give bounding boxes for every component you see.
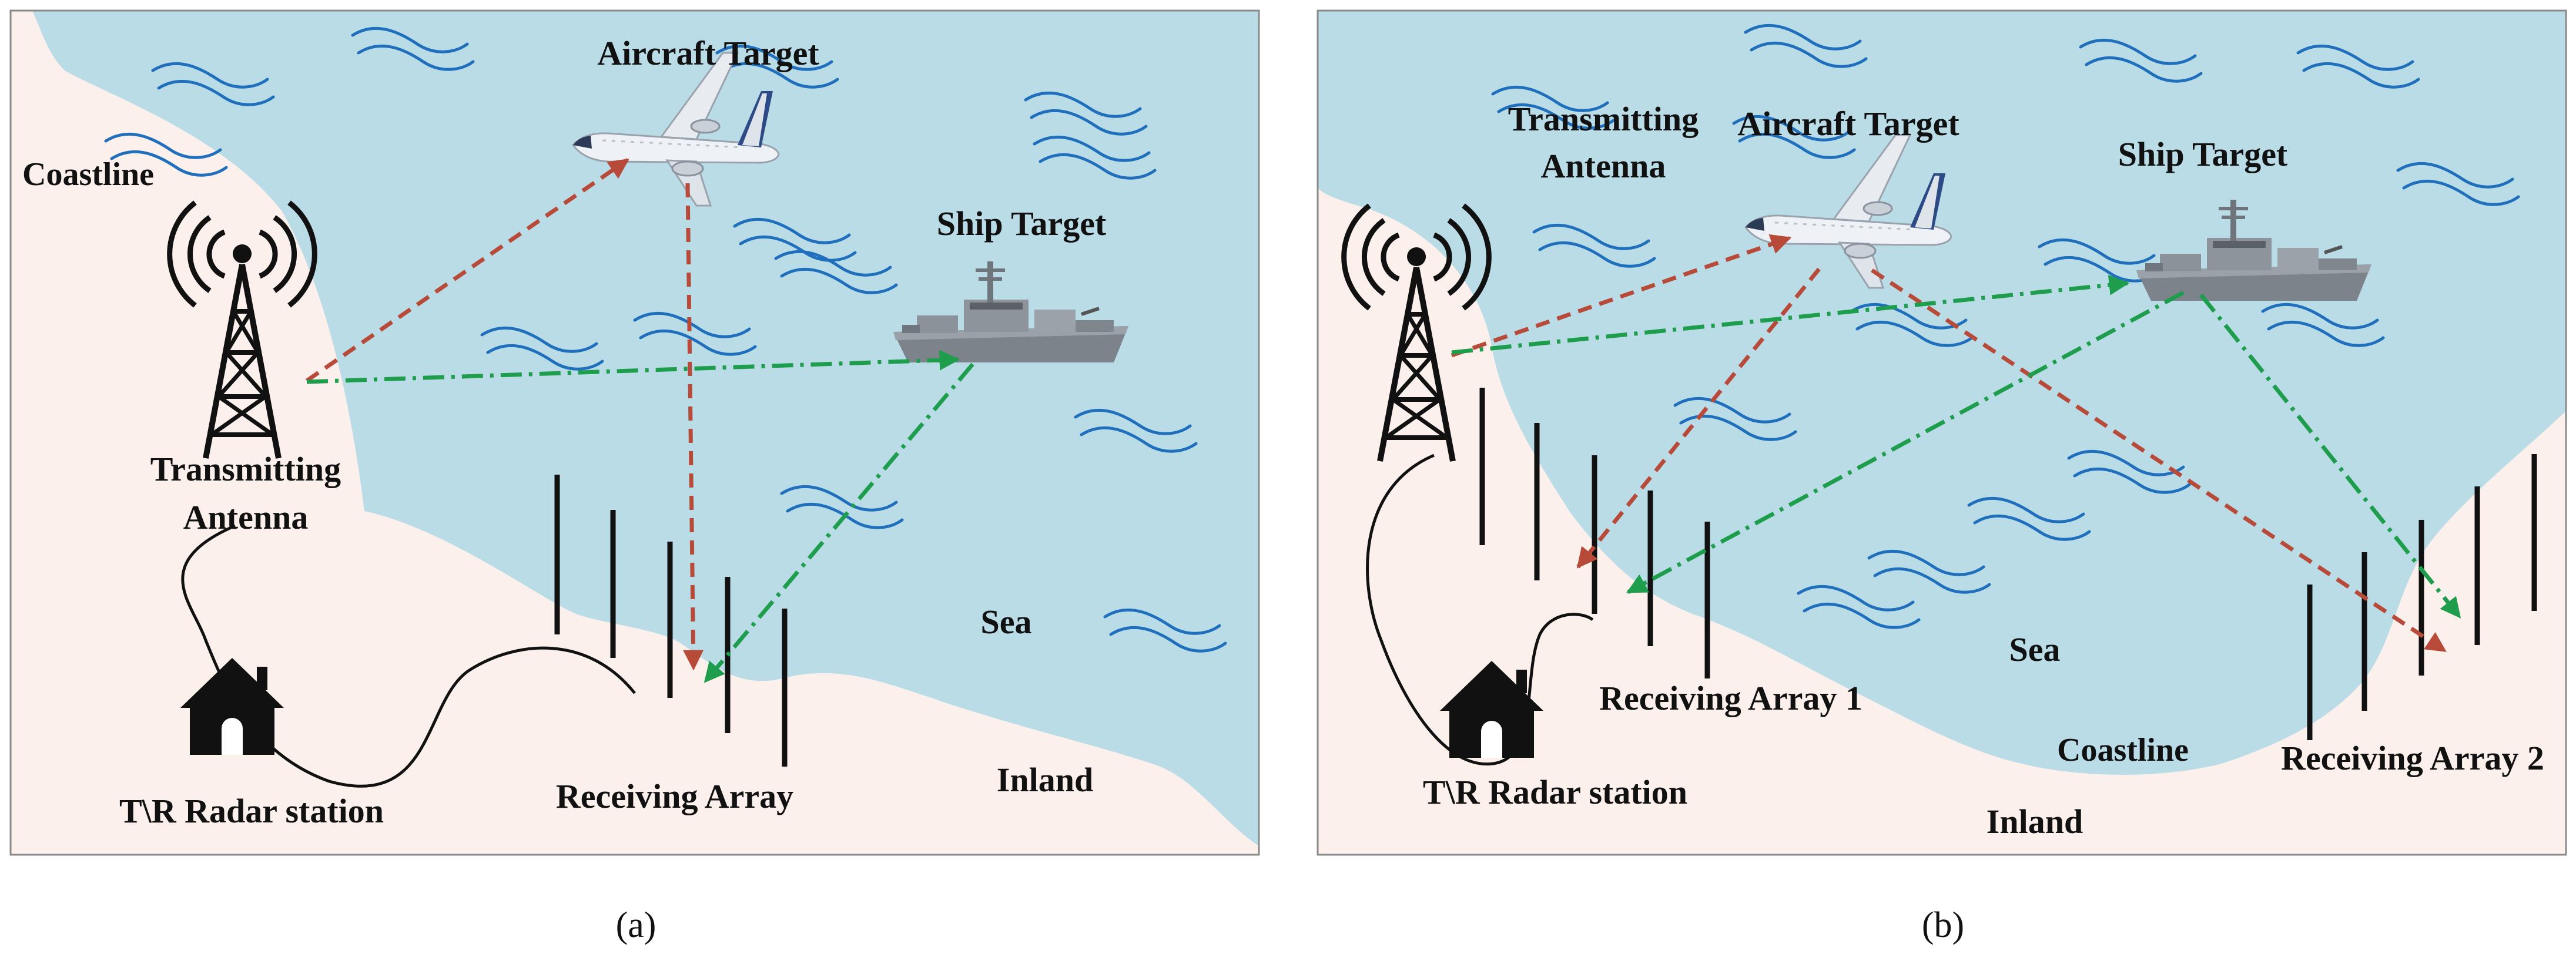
panel-a-antenna-label-2: Antenna (183, 498, 309, 536)
panel-b-tx-to-aircraft (1451, 234, 1792, 358)
panel-b-antenna-label-1: Transmitting (1508, 100, 1699, 138)
panel-b-cable (1366, 454, 1594, 766)
panel-b-aircraft-label: Aircraft Target (1737, 105, 1959, 143)
panel-a-border (9, 9, 1260, 856)
panel-b-aircraft-to-rx1 (1576, 267, 1821, 569)
panel-b-station-label: T\R Radar station (1423, 773, 1687, 811)
panel-b-ship-to-rx1 (1626, 290, 2185, 594)
panel-b-coastline-label: Coastline (2057, 732, 2189, 768)
panel-a-coastline-label: Coastline (22, 156, 154, 193)
panel-a: Aircraft Target Coastline Ship Target Tr… (9, 9, 1260, 945)
panel-a-array-label: Receiving Array (556, 777, 793, 815)
panel-a-inland-label: Inland (997, 761, 1093, 799)
panel-b-array2-label: Receiving Array 2 (2281, 739, 2544, 777)
panel-a-station-label: T\R Radar station (119, 792, 384, 830)
panel-a-waves (104, 26, 1227, 653)
panel-b-inland-label: Inland (1987, 802, 2083, 841)
panel-b-ship-label: Ship Target (2118, 135, 2288, 173)
panel-a-sea-label: Sea (981, 603, 1032, 641)
panel-b-array1-label: Receiving Array 1 (1599, 679, 1863, 717)
panel-b-receiving-array-1 (1479, 388, 1710, 678)
panel-b-sea (1318, 11, 2566, 775)
panel-b-border (1317, 9, 2567, 856)
panel-a-tx-to-aircraft (306, 158, 629, 382)
panel-b-caption: (b) (1922, 905, 1964, 945)
panel-b-ship-to-rx2 (2199, 293, 2461, 619)
panel-a-caption: (a) (616, 905, 656, 945)
panel-a-tx-to-ship (306, 350, 960, 384)
panel-b-waves (1491, 23, 2520, 629)
panel-a-receiving-array (554, 475, 788, 767)
panel-b-antenna-label-2: Antenna (1541, 147, 1666, 185)
panel-b: Transmitting Antenna Aircraft Target Shi… (1317, 9, 2567, 945)
panel-b-tx-to-ship (1451, 274, 2130, 355)
panel-b-sea-label: Sea (2009, 630, 2061, 669)
panel-a-sea (32, 11, 1259, 846)
panel-a-aircraft-label: Aircraft Target (597, 34, 819, 72)
panel-a-ship-to-rx (704, 362, 974, 683)
panel-b-receiving-array-2 (2307, 454, 2537, 740)
panel-a-cable (181, 524, 636, 788)
panel-a-antenna-label-1: Transmitting (150, 450, 341, 488)
panel-b-aircraft-to-rx2 (1871, 268, 2447, 653)
panel-a-ship-label: Ship Target (937, 204, 1107, 243)
panel-a-aircraft-to-rx (683, 183, 704, 671)
